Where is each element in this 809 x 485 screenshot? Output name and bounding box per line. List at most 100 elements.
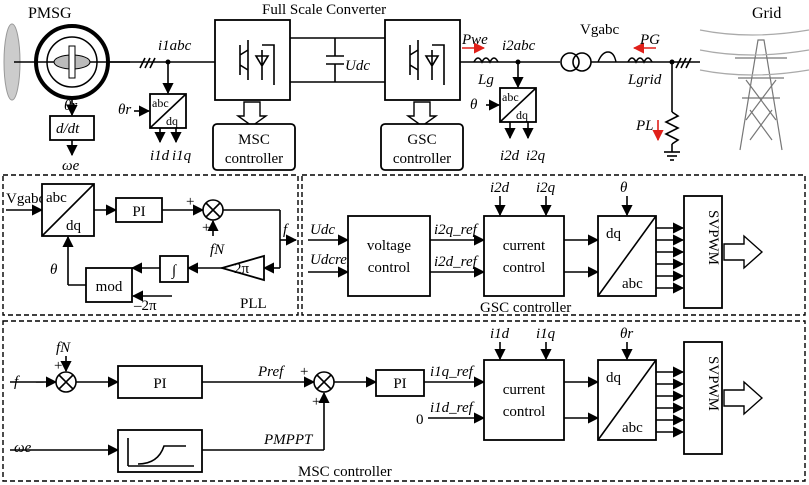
msc-fn-label: fN	[56, 340, 71, 356]
pll-plus-1: +	[186, 194, 194, 210]
msc-plus-2: +	[300, 364, 308, 380]
i2q-top-label: i2q	[526, 148, 546, 164]
theta-r-input-label: θr	[118, 102, 131, 118]
pll-mod-block	[85, 267, 133, 303]
i2d-top-label: i2d	[500, 148, 520, 164]
msc-pi-block-1	[117, 365, 203, 399]
msc-omega-e-label: ωe	[14, 440, 32, 456]
pll-abc: abc	[46, 190, 67, 206]
grid-label: Grid	[752, 5, 781, 22]
pll-plus-2: +	[202, 220, 210, 236]
gsc-svpwm-label: SVPWM	[705, 210, 721, 265]
gsc-converter-icon	[384, 19, 461, 101]
load-resistor-icon	[664, 111, 680, 145]
theta-r-label: θr	[64, 98, 77, 114]
msc-controller-block	[212, 123, 296, 171]
pll-integrator-block	[159, 255, 189, 283]
abc-label-2: abc	[502, 90, 519, 104]
pll-border	[2, 174, 299, 316]
transmission-tower-icon	[699, 29, 809, 151]
gsc-pwm-lines	[656, 222, 685, 294]
msc-converter-icon	[214, 19, 291, 101]
msc-svpwm-block	[683, 341, 723, 455]
msc-zero-label: 0	[416, 412, 424, 428]
gsc-i2d-label: i2d	[490, 180, 510, 196]
msc-i1q-label: i1q	[536, 326, 556, 342]
power-circuit: PMSG i1abc θr d/dt ωe abc dq θr i1d	[3, 2, 809, 174]
gsc-current-l1: current	[503, 238, 546, 254]
gsc-udc-label: Udc	[310, 222, 335, 238]
gsc-udcref-label: Udcref	[310, 252, 353, 268]
msc-plus-1: +	[54, 358, 62, 374]
pll-2pi-label: 2π	[234, 261, 250, 277]
msc-abc-label: abc	[622, 420, 643, 436]
pll-vgabc-label: Vgabc	[6, 191, 45, 207]
gsc-abc-label: abc	[622, 276, 643, 292]
i1abc-label: i1abc	[158, 38, 192, 54]
gsc-controller-l1: GSC	[407, 132, 436, 148]
gsc-title: GSC controller	[480, 300, 571, 316]
msc-i1q-ref-label: i1q_ref	[430, 364, 475, 380]
theta-input-label: θ	[470, 97, 478, 113]
gsc-current-control-block	[483, 215, 565, 297]
msc-controller-l2: controller	[225, 151, 283, 167]
pll-f-label: f	[283, 222, 289, 238]
msc-pmppt-label: PMPPT	[263, 432, 314, 448]
gsc-output-arrow-icon	[723, 234, 764, 270]
pll-gain-2pi-block	[218, 254, 265, 282]
pll-minus-2pi-label: –2π	[133, 298, 157, 314]
pwe-label: Pwe	[461, 32, 488, 48]
gsc-theta-label: θ	[620, 180, 628, 196]
voltage-control-l1: voltage	[367, 238, 411, 254]
gsc-controller-block	[380, 123, 464, 171]
msc-pwm-lines	[656, 366, 685, 438]
lgrid-label: Lgrid	[627, 72, 662, 88]
pll-fn-label: fN	[210, 242, 225, 258]
gsc-controller-section: Udc Udcref voltage control i2q_ref i2d_r…	[301, 174, 806, 316]
msc-sum-junction-1	[55, 371, 77, 393]
msc-dq-label: dq	[606, 370, 622, 386]
lg-inductor-icon	[473, 57, 499, 64]
mppt-lookup-block	[117, 429, 203, 473]
msc-controller-section: f – fN + PI Pref + + PI i1q_ref 0 i1d_re…	[2, 320, 806, 482]
gsc-dq-label: dq	[606, 226, 622, 242]
msc-i1d-label: i1d	[490, 326, 510, 342]
omega-e-label: ωe	[62, 158, 80, 174]
i1d-label: i1d	[150, 148, 170, 164]
i2abc-label: i2abc	[502, 38, 536, 54]
pg-label: PG	[639, 32, 660, 48]
pll-title: PLL	[240, 296, 267, 312]
pll-integral-label: ∫	[171, 263, 178, 279]
i1q-label: i1q	[172, 148, 192, 164]
msc-plus-3: +	[312, 394, 320, 410]
pl-label: PL	[635, 118, 654, 134]
gsc-current-l2: control	[503, 260, 546, 276]
lg-label: Lg	[477, 72, 494, 88]
converter-title: Full Scale Converter	[262, 2, 386, 18]
msc-current-l1: current	[503, 382, 546, 398]
gsc-up-arrow-icon	[405, 101, 439, 127]
abc-label: abc	[152, 96, 169, 110]
pll-theta-label: θ	[50, 262, 58, 278]
voltage-control-l2: control	[368, 260, 411, 276]
pll-mod-label: mod	[96, 279, 123, 295]
msc-pref-label: Pref	[257, 364, 285, 380]
msc-up-arrow-icon	[235, 101, 269, 127]
msc-i1d-ref-label: i1d_ref	[430, 400, 475, 416]
gsc-i2q-label: i2q	[536, 180, 556, 196]
gsc-i2d-ref-label: i2d_ref	[434, 254, 479, 270]
msc-current-l2: control	[503, 404, 546, 420]
gsc-i2q-ref-label: i2q_ref	[434, 222, 479, 238]
dq-label-2: dq	[516, 108, 528, 122]
msc-current-control-block	[483, 359, 565, 441]
pll-pi-label: PI	[132, 204, 145, 220]
dq-label: dq	[166, 114, 178, 128]
three-phase-mark-icon	[139, 57, 156, 69]
msc-controller-l1: MSC	[238, 132, 270, 148]
lgrid-inductor-icon	[627, 57, 653, 64]
msc-border	[2, 320, 806, 482]
udc-top-label: Udc	[345, 58, 370, 74]
gsc-controller-l2: controller	[393, 151, 451, 167]
msc-pi1-label: PI	[153, 376, 166, 392]
